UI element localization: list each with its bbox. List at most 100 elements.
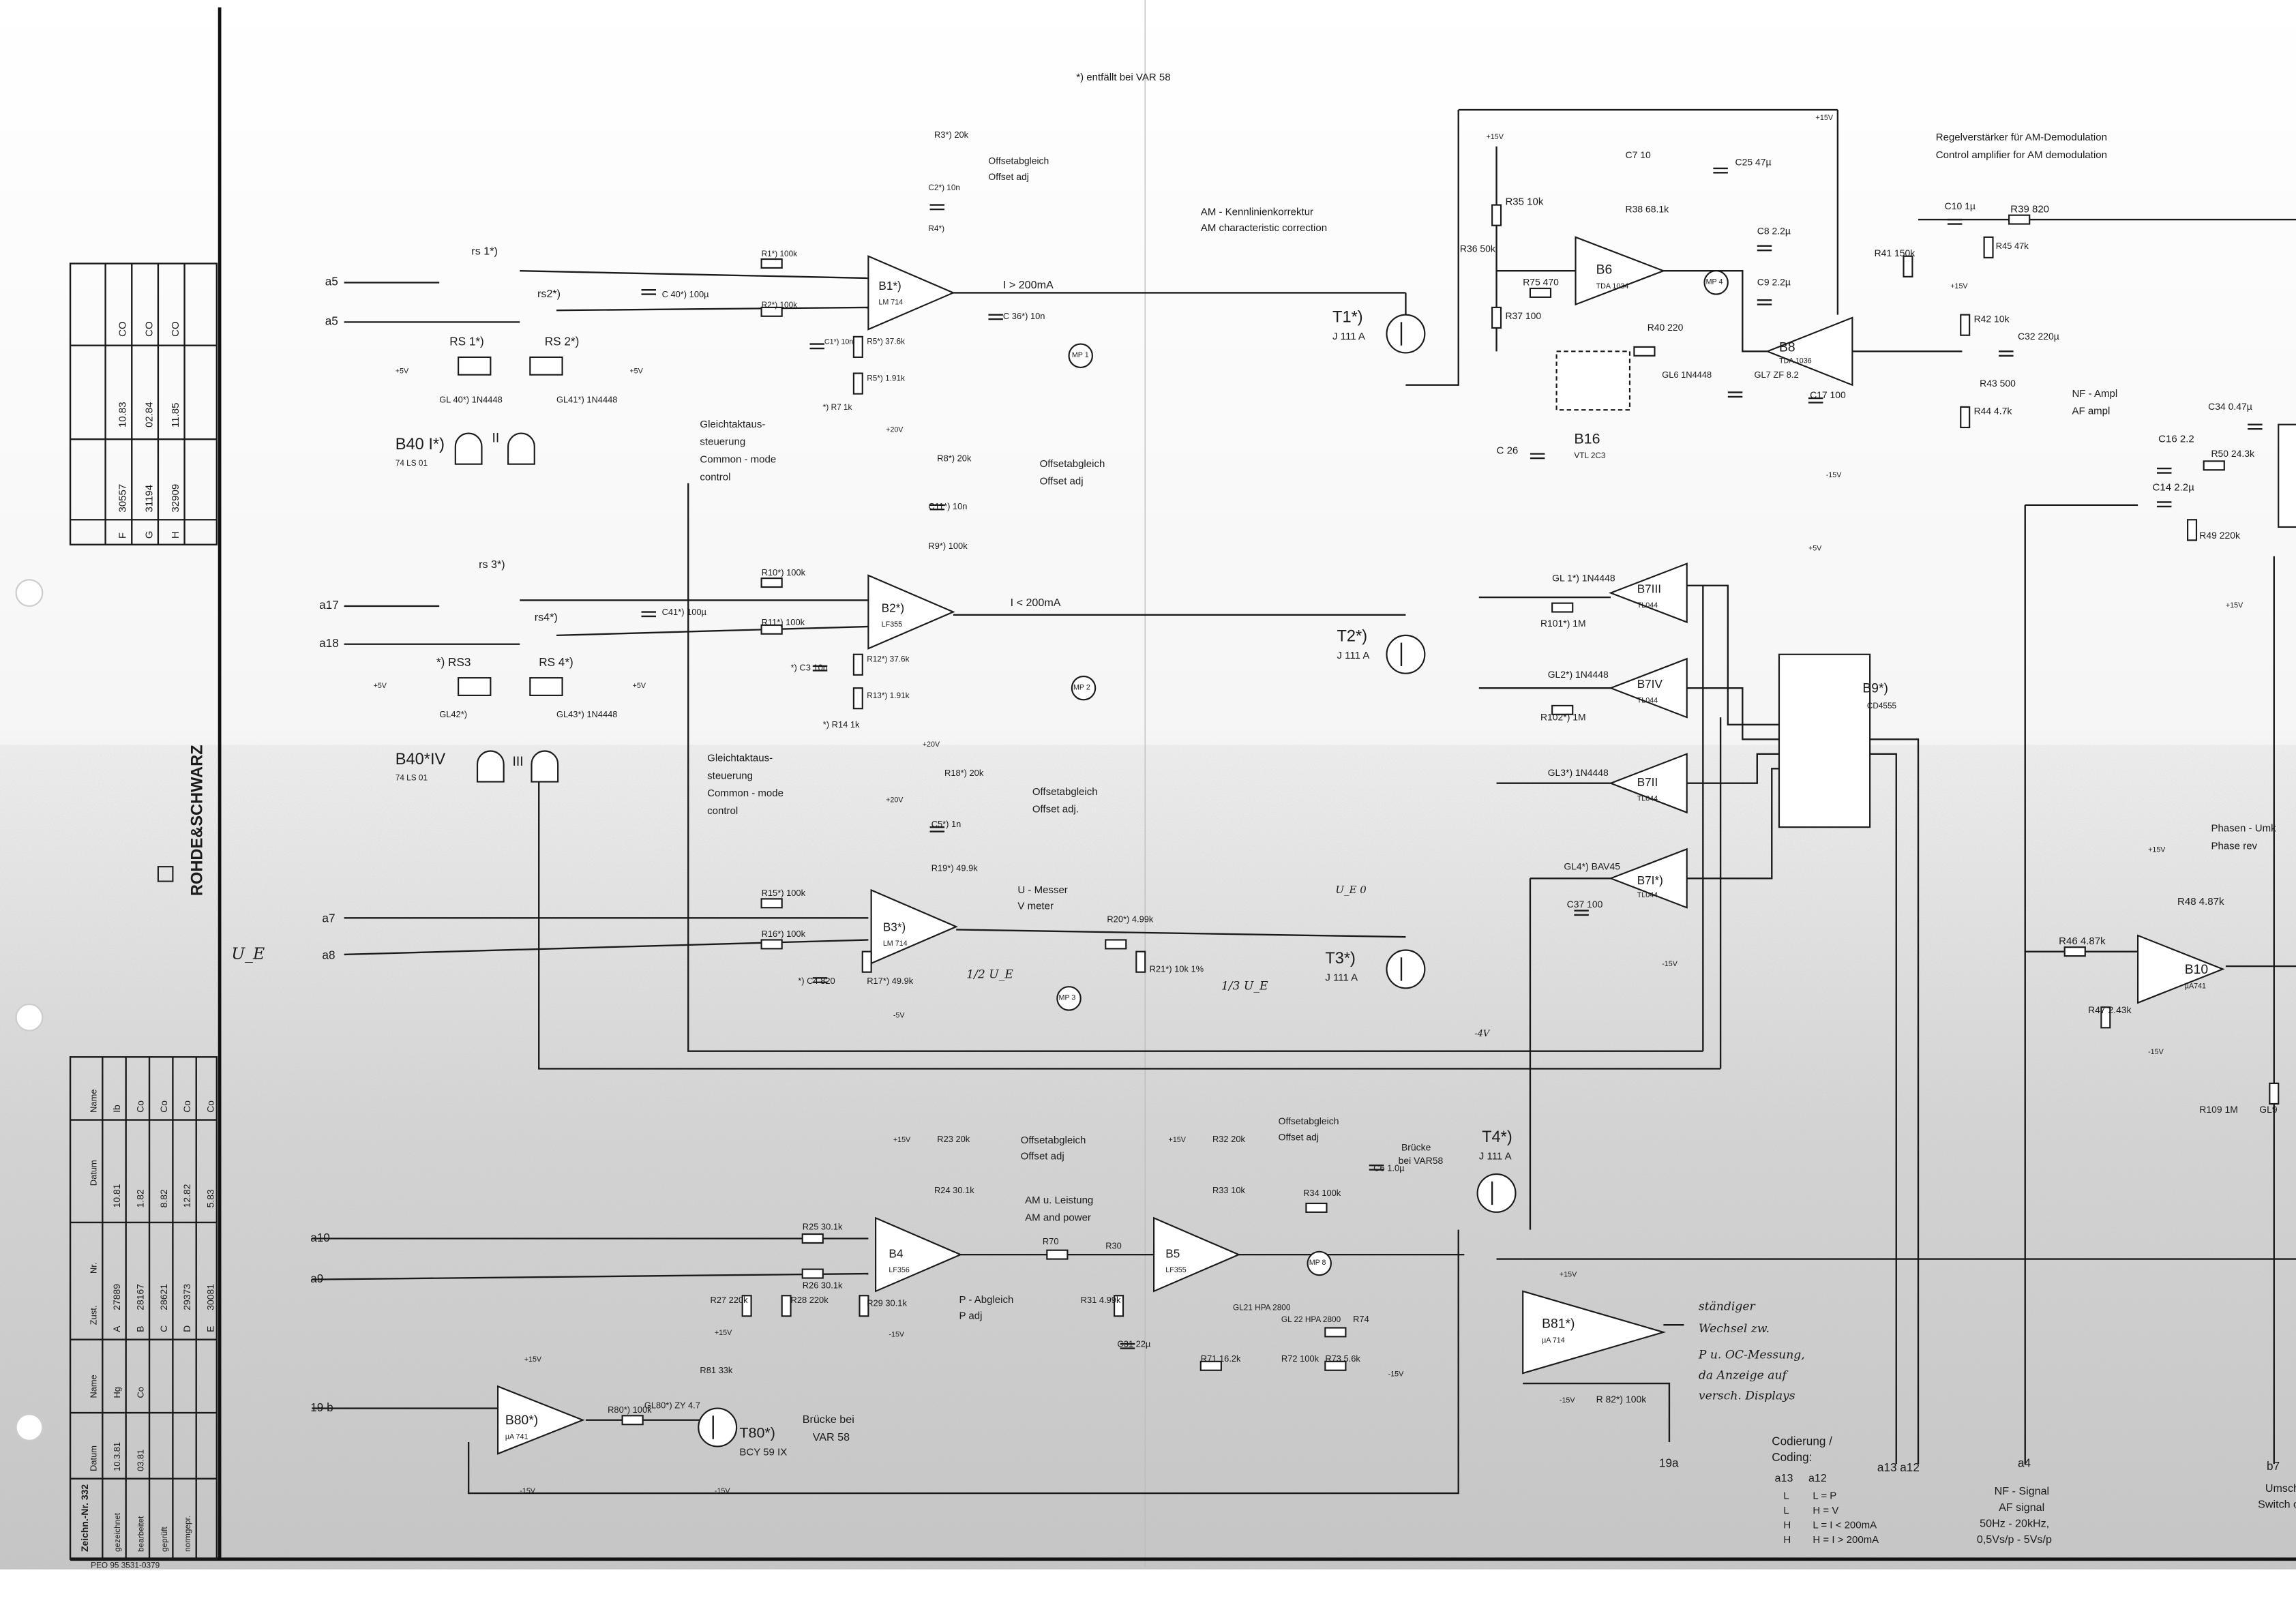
- wire: [1663, 270, 1768, 352]
- label: R27 220k: [710, 1295, 748, 1305]
- label: Offsetabgleich: [1279, 1115, 1339, 1126]
- wire: [520, 270, 869, 280]
- label: R49 220k: [2199, 530, 2240, 541]
- label: C5*) 1n: [931, 819, 961, 829]
- relay-coil-symbol: [529, 356, 563, 376]
- label: Offset adj: [1279, 1132, 1319, 1143]
- label: 74 LS 01: [396, 772, 428, 782]
- revision-datum: 02.84: [143, 402, 155, 427]
- resistor-symbol: [741, 1295, 752, 1317]
- resistor-symbol: [760, 898, 783, 909]
- wires: [312, 108, 2296, 1495]
- wire: [687, 483, 1703, 1052]
- label: a9: [310, 1272, 323, 1285]
- label: µA741: [2185, 982, 2206, 990]
- resistor-symbol: [2203, 460, 2225, 471]
- opamp-symbol: [1609, 847, 1688, 909]
- label: control: [707, 805, 738, 817]
- label: C10 1µ: [1945, 200, 1976, 211]
- label: B4: [889, 1246, 903, 1260]
- revision-name: Co: [205, 1100, 216, 1113]
- label: LM 714: [883, 940, 908, 948]
- label: R109 1M: [2199, 1104, 2238, 1115]
- resistor-symbol: [801, 1233, 824, 1244]
- label: 1/2 U_E: [966, 967, 1013, 981]
- label: +15V: [1487, 133, 1504, 141]
- revision-nr: 30557: [117, 484, 129, 513]
- label: V meter: [1017, 900, 1054, 912]
- label: III: [513, 755, 524, 769]
- title-role: normgepr.: [183, 1516, 192, 1552]
- revision-name: CO: [143, 321, 155, 337]
- revision-name: Co: [181, 1100, 192, 1113]
- jfet-symbol: [1386, 314, 1426, 354]
- label: a18: [319, 636, 339, 650]
- label: R75 470: [1523, 277, 1559, 288]
- label: GL 1*) 1N4448: [1552, 572, 1615, 583]
- opamp-symbol: [1609, 753, 1688, 814]
- label: R34 100k: [1303, 1188, 1341, 1198]
- label: +5V: [374, 682, 387, 690]
- label: +15V: [2226, 601, 2243, 610]
- label: C8 2.2µ: [1757, 226, 1791, 237]
- label: Offsetabgleich: [988, 155, 1049, 166]
- label: VAR 58: [813, 1431, 850, 1443]
- label: C32 220µ: [2018, 331, 2059, 342]
- label: B6: [1596, 263, 1613, 278]
- opamp-symbol: [1609, 657, 1688, 719]
- label: 19 b: [310, 1400, 333, 1414]
- label: J 111 A: [1325, 972, 1358, 984]
- label: R26 30.1k: [803, 1280, 843, 1291]
- label: U_E: [231, 944, 265, 963]
- label: L: [1783, 1505, 1789, 1516]
- punch-hole: [15, 579, 44, 608]
- label: R24 30.1k: [934, 1185, 974, 1195]
- revision-datum: 5.83: [205, 1189, 216, 1208]
- label: R28 220k: [791, 1295, 829, 1305]
- opamp-symbol: [1575, 236, 1666, 306]
- label: +15V: [1560, 1270, 1577, 1278]
- label: R2*) 100k: [762, 300, 798, 310]
- cd4555-box: [1778, 653, 1871, 828]
- label: -15V: [1388, 1370, 1404, 1378]
- label: Brücke bei: [803, 1413, 854, 1426]
- opamp-symbol: [867, 255, 955, 331]
- label: R48 4.87k: [2177, 896, 2224, 907]
- label: B1*): [878, 279, 901, 292]
- title-datum: 03.81: [135, 1450, 145, 1471]
- label: NF - Signal: [1995, 1485, 2050, 1497]
- revision-zust: C: [158, 1325, 169, 1332]
- label: P u. OC-Messung,: [1698, 1349, 1805, 1362]
- label: AF signal: [1999, 1501, 2044, 1514]
- label: TL044: [1637, 795, 1658, 803]
- label: b7: [2267, 1459, 2280, 1473]
- label: +15V: [1950, 282, 1968, 290]
- label: H: [1783, 1534, 1791, 1546]
- resistor-symbol: [1633, 346, 1656, 357]
- label: Offsetabgleich: [1021, 1135, 1086, 1146]
- label: R41 150k: [1875, 247, 1915, 258]
- opamp-symbol: [1609, 562, 1688, 624]
- resistor-symbol: [2008, 214, 2031, 225]
- label: 1/3 U_E: [1221, 979, 1268, 993]
- resistor-symbol: [2063, 946, 2086, 957]
- label: *) C3 10n: [791, 662, 828, 672]
- resistor-symbol: [1046, 1249, 1069, 1260]
- label: a7: [322, 912, 335, 925]
- label: -15V: [520, 1487, 535, 1495]
- label: +15V: [524, 1355, 542, 1364]
- label: R13*) 1.91k: [867, 691, 909, 700]
- label: U_E 0: [1335, 884, 1367, 896]
- label: Umschalt: [2265, 1482, 2296, 1495]
- label: +20V: [923, 740, 940, 749]
- label: Control amplifier for AM demodulation: [1936, 149, 2107, 161]
- label: B7III: [1637, 582, 1661, 596]
- revision-nr: 27889: [111, 1284, 122, 1310]
- label: *) R7 1k: [823, 402, 852, 412]
- title-name: Hg: [112, 1387, 122, 1398]
- label: R12*) 37.6k: [867, 655, 909, 664]
- resistor-symbol: [1529, 287, 1552, 298]
- jfet-symbol: [1476, 1173, 1517, 1213]
- label: R29 30.1k: [867, 1298, 907, 1308]
